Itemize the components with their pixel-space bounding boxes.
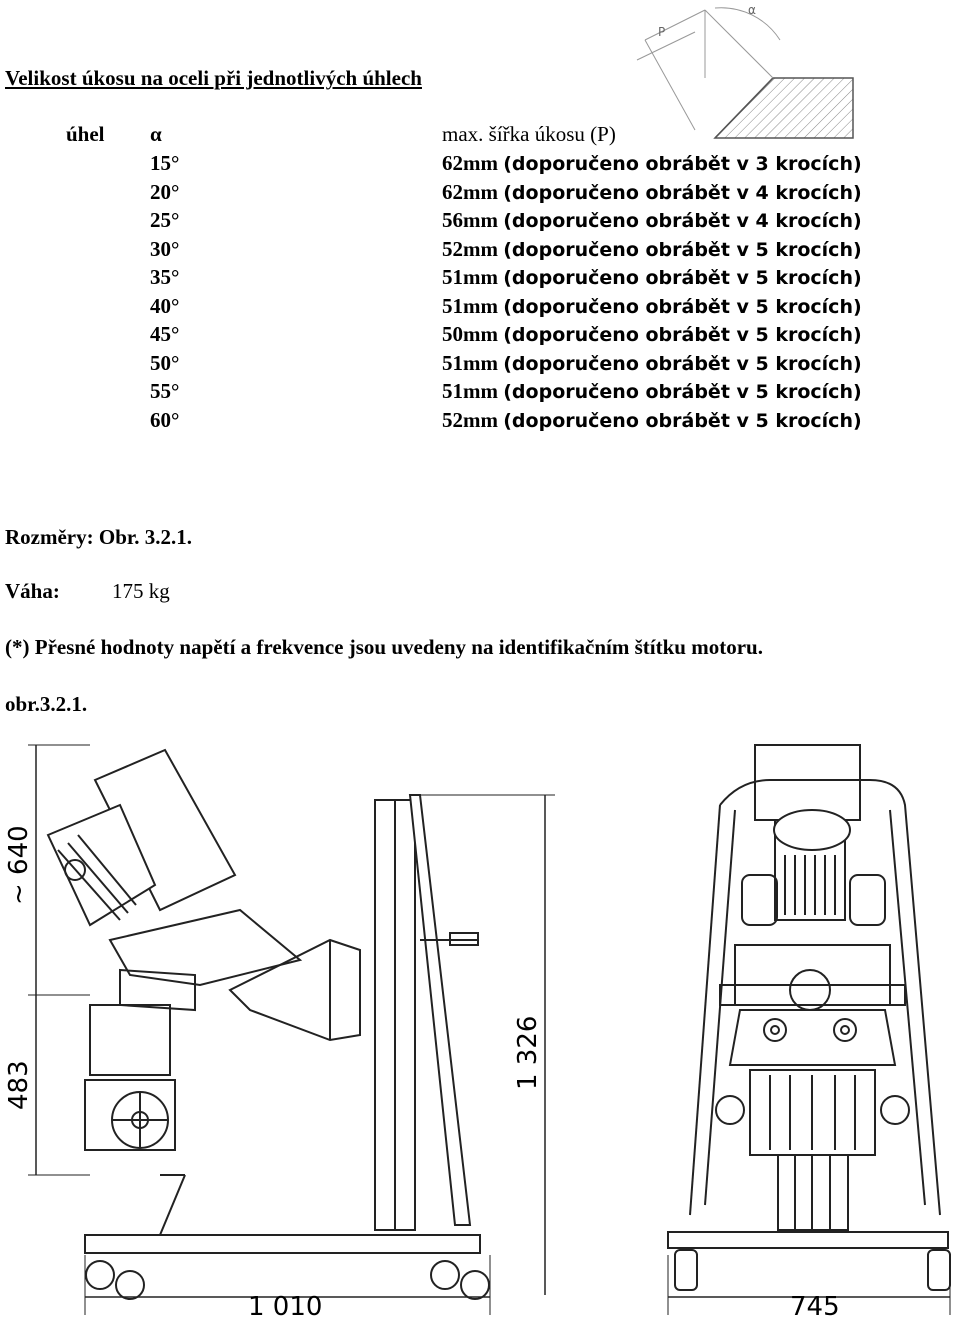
table-row: 40° 51mm (doporučeno obrábět v 5 krocích… bbox=[0, 294, 960, 323]
width-cell: 51mm (doporučeno obrábět v 5 krocích) bbox=[442, 294, 862, 318]
width-cell: 52mm (doporučeno obrábět v 5 krocích) bbox=[442, 237, 862, 261]
angle-cell: 35° bbox=[150, 265, 180, 289]
weight-label: Váha: bbox=[5, 579, 60, 603]
bevel-label-p: P bbox=[658, 25, 665, 39]
table-row: 50° 51mm (doporučeno obrábět v 5 krocích… bbox=[0, 351, 960, 380]
table-row: 25° 56mm (doporučeno obrábět v 4 krocích… bbox=[0, 208, 960, 237]
angle-cell: 20° bbox=[150, 180, 180, 204]
table-row: 20° 62mm (doporučeno obrábět v 4 krocích… bbox=[0, 180, 960, 209]
angle-cell: 45° bbox=[150, 322, 180, 346]
width-cell: 51mm (doporučeno obrábět v 5 krocích) bbox=[442, 265, 862, 289]
table-row: 60° 52mm (doporučeno obrábět v 5 krocích… bbox=[0, 408, 960, 437]
angle-cell: 30° bbox=[150, 237, 180, 261]
width-cell: 62mm (doporučeno obrábět v 3 krocích) bbox=[442, 151, 862, 175]
width-cell: 50mm (doporučeno obrábět v 5 krocích) bbox=[442, 322, 862, 346]
bevel-diagram: P α bbox=[636, 3, 854, 139]
table-header-alpha: α bbox=[150, 122, 162, 146]
table-row: 55° 51mm (doporučeno obrábět v 5 krocích… bbox=[0, 379, 960, 408]
dimensions-reference: Rozměry: Obr. 3.2.1. bbox=[5, 525, 193, 549]
width-cell: 62mm (doporučeno obrábět v 4 krocích) bbox=[442, 180, 862, 204]
weight-value: 175 kg bbox=[112, 579, 170, 603]
dim-height-upper: ~ 640 bbox=[4, 825, 34, 905]
figure-caption: obr.3.2.1. bbox=[5, 692, 88, 716]
table-header-uhel: úhel bbox=[66, 122, 105, 146]
table-row: 30° 52mm (doporučeno obrábět v 5 krocích… bbox=[0, 237, 960, 266]
table-row: 45° 50mm (doporučeno obrábět v 5 krocích… bbox=[0, 322, 960, 351]
width-cell: 51mm (doporučeno obrábět v 5 krocích) bbox=[442, 379, 862, 403]
angle-cell: 50° bbox=[150, 351, 180, 375]
width-cell: 56mm (doporučeno obrábět v 4 krocích) bbox=[442, 208, 862, 232]
width-cell: 52mm (doporučeno obrábět v 5 krocích) bbox=[442, 408, 862, 432]
machine-drawing: ~ 640 483 1 326 1 010 745 bbox=[0, 735, 960, 1335]
footnote: (*) Přesné hodnoty napětí a frekvence js… bbox=[5, 635, 763, 659]
page-title: Velikost úkosu na oceli při jednotlivých… bbox=[5, 66, 422, 90]
width-cell: 51mm (doporučeno obrábět v 5 krocích) bbox=[442, 351, 862, 375]
angle-cell: 15° bbox=[150, 151, 180, 175]
table-row: 35° 51mm (doporučeno obrábět v 5 krocích… bbox=[0, 265, 960, 294]
angle-cell: 60° bbox=[150, 408, 180, 432]
dim-length: 1 010 bbox=[248, 1292, 322, 1322]
dim-width: 745 bbox=[790, 1292, 840, 1322]
dim-height-total: 1 326 bbox=[513, 1016, 543, 1090]
dim-height-lower: 483 bbox=[4, 1060, 34, 1110]
angle-cell: 40° bbox=[150, 294, 180, 318]
table-header-width: max. šířka úkosu (P) bbox=[442, 122, 616, 146]
table-row: 15° 62mm (doporučeno obrábět v 3 krocích… bbox=[0, 151, 960, 180]
angle-cell: 25° bbox=[150, 208, 180, 232]
bevel-label-alpha: α bbox=[748, 3, 756, 17]
angle-cell: 55° bbox=[150, 379, 180, 403]
